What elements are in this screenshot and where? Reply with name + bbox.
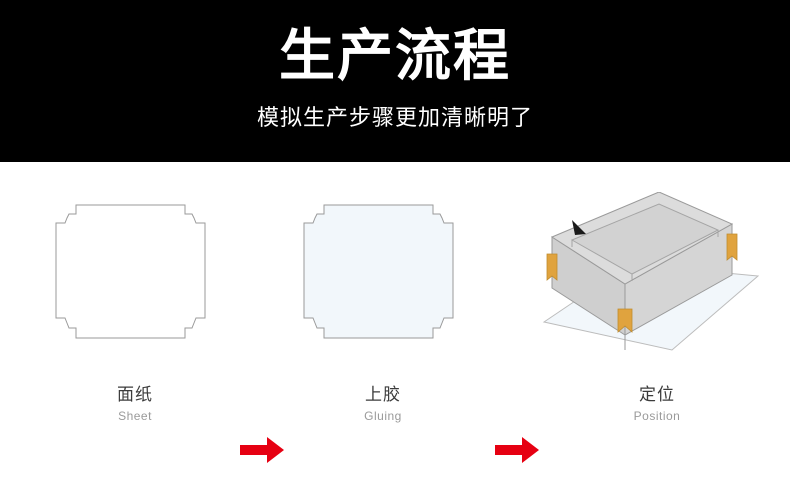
sheet-outline [56,205,205,338]
page-subtitle: 模拟生产步骤更加清晰明了 [256,105,533,130]
glued-sheet-outline [304,205,453,338]
step-label-en-position: Position [633,409,681,423]
locating-tab-center [618,309,632,332]
arrow-right-icon [495,437,539,463]
process-step-position: 定位 Position [532,192,782,442]
process-steps-area: 面纸 Sheet 上胶 Gluing [0,162,790,504]
step-label-cn-position: 定位 [639,385,675,404]
box-crease-lines [572,230,718,281]
locating-tab-left [547,254,557,280]
isometric-box-on-sheet-figure [532,192,782,377]
pointer-arrow-icon [572,220,586,235]
die-cut-blank-sheet-figure [10,192,260,377]
page-title: 生产流程 [279,24,511,87]
step-label-en-gluing: Gluing [364,409,402,423]
die-cut-glued-sheet-figure [258,192,508,377]
locating-tab-right [727,234,737,260]
arrow-right-icon [240,437,284,463]
header-banner: 生产流程 模拟生产步骤更加清晰明了 [0,0,790,162]
step-label-cn-gluing: 上胶 [365,385,401,404]
step-label-en-sheet: Sheet [118,409,152,423]
process-step-gluing: 上胶 Gluing [258,192,508,442]
flow-arrow-1 [237,433,287,467]
step-label-cn-sheet: 面纸 [117,385,153,404]
process-step-sheet: 面纸 Sheet [10,192,260,442]
flow-arrow-2 [492,433,542,467]
